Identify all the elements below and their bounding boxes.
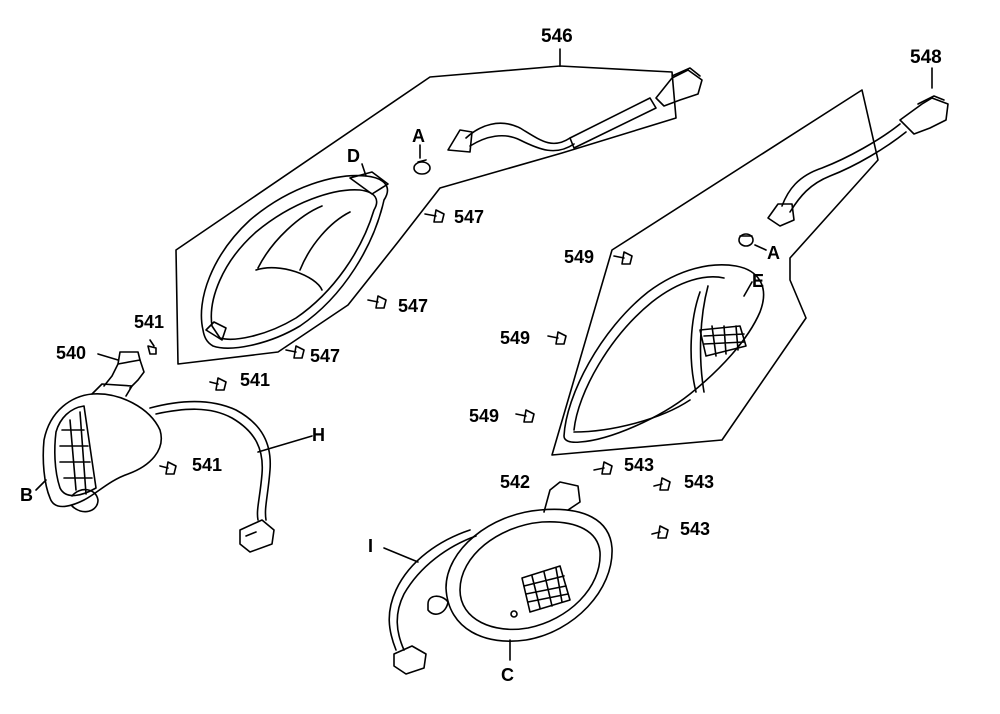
label-543-low: 543 [680,519,711,539]
letter-b: B [20,485,33,505]
label-541-mid: 541 [240,370,271,390]
label-541-top: 541 [134,312,165,332]
label-549-mid: 549 [500,328,531,348]
upper-housing-e [564,265,764,442]
harness-548 [768,96,948,226]
label-549-top: 549 [564,247,595,267]
group-546-outline [176,66,676,364]
upper-housing-d [201,172,388,348]
label-540: 540 [56,343,87,363]
label-547-mid: 547 [398,296,429,316]
harness-h [150,402,312,553]
letter-i: I [368,536,374,556]
label-547-low: 547 [310,346,341,366]
screws-547 [286,210,444,358]
harness-546 [448,68,702,152]
label-549-low: 549 [469,406,500,426]
letter-a-left: A [412,126,425,146]
label-546: 546 [541,26,573,47]
letter-d: D [347,146,360,166]
label-543-mid: 543 [684,472,715,492]
screws-549 [516,252,632,422]
screws-543 [594,462,670,538]
bulb-a-left [414,145,430,174]
label-543-top: 543 [624,455,655,475]
label-547-top: 547 [454,207,485,227]
label-542: 542 [500,472,531,492]
letter-c: C [501,665,514,685]
letter-e: E [752,271,765,291]
label-541-low: 541 [192,455,223,475]
letter-a-right: A [767,243,780,263]
left-lamp-b [43,352,161,512]
screws-541 [148,340,226,474]
label-548: 548 [910,47,942,68]
harness-i [384,530,476,674]
bottom-lamp-c [428,482,612,660]
group-548-outline [552,90,878,455]
letter-h: H [312,425,325,445]
bulb-a-right [739,234,766,250]
